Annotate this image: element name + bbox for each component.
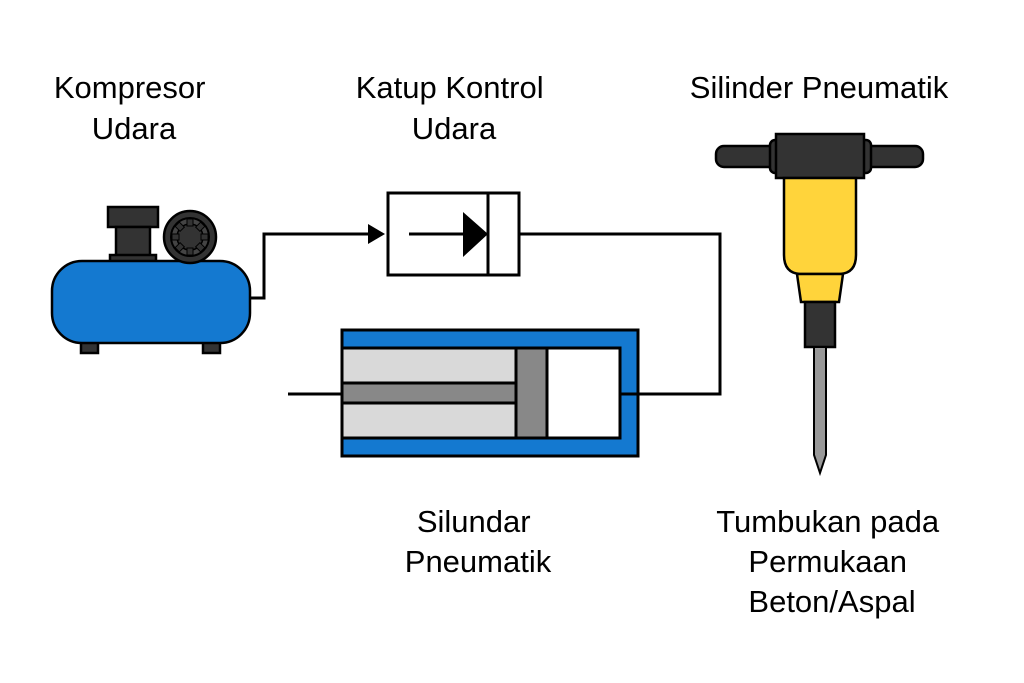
fan-tooth [186, 218, 194, 227]
label-cylinder-line1: Silundar [417, 504, 531, 539]
compressor-motor-cap [106, 205, 160, 229]
label-cylinder-line2: Pneumatik [405, 544, 552, 579]
jackhammer-neck [795, 272, 845, 304]
fan-tooth [200, 233, 209, 241]
pneumatic-cylinder-icon [340, 328, 640, 458]
label-impact-line1: Tumbukan pada [716, 504, 940, 539]
fan-tooth [194, 241, 206, 253]
pipe-line [250, 232, 372, 300]
label-cylinder: Silundar Pneumatik [405, 504, 552, 579]
fan-tooth [194, 221, 206, 233]
fan-tooth [174, 241, 186, 253]
label-control-valve-line1: Katup Kontrol [356, 70, 544, 105]
jackhammer-body [782, 176, 858, 276]
label-compressor: Kompresor Udara [54, 70, 214, 146]
compressor-tank [50, 259, 252, 345]
label-jackhammer: Silinder Pneumatik [690, 70, 949, 105]
label-compressor-line2: Udara [92, 111, 177, 146]
piston-rod [340, 381, 518, 405]
label-control-valve-line2: Udara [412, 111, 497, 146]
jackhammer-head [774, 132, 866, 180]
piston-head [514, 346, 549, 440]
flow-arrowhead-icon [368, 224, 385, 244]
label-impact: Tumbukan pada Permukaan Beton/Aspal [716, 504, 948, 619]
jackhammer-chuck [803, 300, 837, 349]
compressor-motor-body [114, 225, 152, 259]
valve-check-triangle-icon [463, 212, 488, 257]
pipe-line [519, 232, 722, 396]
label-compressor-line1: Kompresor [54, 70, 206, 105]
control-valve-symbol [386, 191, 521, 277]
cylinder-air-space [545, 346, 622, 440]
fan-tooth [171, 233, 180, 241]
label-impact-line3: Beton/Aspal [748, 584, 915, 619]
jackhammer-bit [813, 346, 827, 477]
fan-tooth [186, 247, 194, 256]
fan-tooth [174, 221, 186, 233]
connector-compressor-to-valve [250, 232, 372, 300]
fan-gear-icon [171, 218, 209, 256]
label-jackhammer-line1: Silinder Pneumatik [690, 70, 949, 105]
connector-valve-to-cylinder [519, 232, 722, 396]
label-control-valve: Katup Kontrol Udara [356, 70, 552, 146]
jackhammer-icon [714, 132, 925, 477]
air-compressor-icon [50, 205, 252, 355]
label-impact-line2: Permukaan [748, 544, 907, 579]
